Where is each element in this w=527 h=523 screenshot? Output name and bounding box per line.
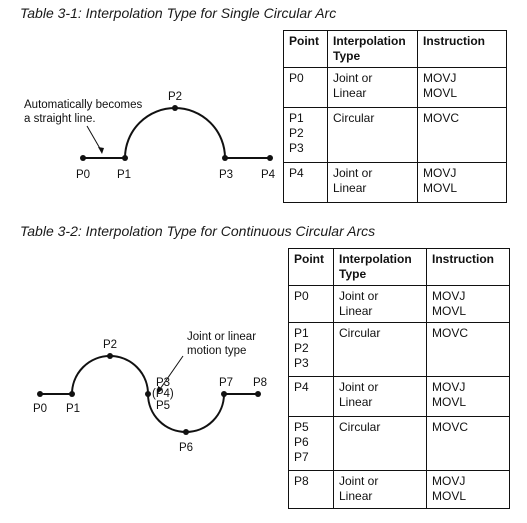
table-row: P1 P2 P3 Circular MOVC bbox=[288, 322, 510, 377]
table-cell: Joint or Linear bbox=[327, 162, 418, 203]
point-p1 bbox=[122, 155, 128, 161]
table1-header-interpolation: Interpolation Type bbox=[327, 30, 418, 68]
table-cell: P4 bbox=[283, 162, 328, 203]
point-p8 bbox=[255, 391, 261, 397]
label-p6: P6 bbox=[179, 442, 193, 454]
table1-caption: Table 3-1: Interpolation Type for Single… bbox=[20, 5, 337, 21]
table-row: P4 Joint or Linear MOVJ MOVL bbox=[283, 162, 507, 203]
point-p7 bbox=[221, 391, 227, 397]
point-p4 bbox=[267, 155, 273, 161]
label-p1: P1 bbox=[66, 403, 80, 415]
table-row: P0 Joint or Linear MOVJ MOVL bbox=[288, 285, 510, 323]
table-cell: P4 bbox=[288, 376, 334, 417]
label-p5: P5 bbox=[156, 400, 170, 412]
table-row: P8 Joint or Linear MOVJ MOVL bbox=[288, 470, 510, 509]
table-cell: MOVC bbox=[426, 322, 510, 377]
table-cell: MOVC bbox=[417, 107, 507, 163]
annotation-line1: Joint or linear bbox=[187, 331, 256, 343]
table1-header-instruction: Instruction bbox=[417, 30, 507, 68]
table-cell: MOVC bbox=[426, 416, 510, 471]
annotation-line2: a straight line. bbox=[24, 113, 96, 125]
table-cell: MOVJ MOVL bbox=[417, 162, 507, 203]
label-p3: P3 bbox=[156, 377, 170, 389]
label-p4: (P4) bbox=[152, 388, 174, 400]
table2-header-instruction: Instruction bbox=[426, 248, 510, 286]
table-cell: P0 bbox=[283, 67, 328, 108]
label-p2: P2 bbox=[168, 91, 182, 103]
annotation-line2: motion type bbox=[187, 345, 246, 357]
table-cell: Circular bbox=[333, 416, 427, 471]
table2-caption: Table 3-2: Interpolation Type for Contin… bbox=[20, 223, 376, 239]
table2-header-point: Point bbox=[288, 248, 334, 286]
table-row: P0 Joint or Linear MOVJ MOVL bbox=[283, 67, 507, 108]
single-arc-diagram: Automatically becomes a straight line. P… bbox=[24, 91, 276, 181]
annotation-arrowhead bbox=[98, 147, 104, 154]
table-row: P4 Joint or Linear MOVJ MOVL bbox=[288, 376, 510, 417]
point-p3 bbox=[222, 155, 228, 161]
table2-header-row: Point Interpolation Type Instruction bbox=[288, 248, 510, 286]
table-cell: P5 P6 P7 bbox=[288, 416, 334, 471]
continuous-arc-diagram: Joint or linear motion type P2 P3 (P4) P… bbox=[33, 331, 267, 454]
table-cell: Joint or Linear bbox=[333, 470, 427, 509]
point-p2 bbox=[107, 353, 113, 359]
table-cell: Circular bbox=[333, 322, 427, 377]
label-p3: P3 bbox=[219, 169, 233, 181]
point-p6 bbox=[183, 429, 189, 435]
table-cell: MOVJ MOVL bbox=[426, 470, 510, 509]
table-cell: Joint or Linear bbox=[333, 285, 427, 323]
table1: Point Interpolation Type Instruction P0 … bbox=[283, 30, 507, 203]
annotation-line1: Automatically becomes bbox=[24, 99, 142, 111]
label-p1: P1 bbox=[117, 169, 131, 181]
table2-header-interpolation: Interpolation Type bbox=[333, 248, 427, 286]
table2: Point Interpolation Type Instruction P0 … bbox=[288, 248, 510, 509]
point-p2 bbox=[172, 105, 178, 111]
table1-header-row: Point Interpolation Type Instruction bbox=[283, 30, 507, 68]
point-p0 bbox=[37, 391, 43, 397]
table-cell: MOVJ MOVL bbox=[417, 67, 507, 108]
label-p2: P2 bbox=[103, 339, 117, 351]
table-cell: P8 bbox=[288, 470, 334, 509]
table-cell: Joint or Linear bbox=[327, 67, 418, 108]
table-row: P1 P2 P3 Circular MOVC bbox=[283, 107, 507, 163]
table-row: P5 P6 P7 Circular MOVC bbox=[288, 416, 510, 471]
label-p0: P0 bbox=[76, 169, 90, 181]
point-p1 bbox=[69, 391, 75, 397]
table-cell: Circular bbox=[327, 107, 418, 163]
label-p0: P0 bbox=[33, 403, 47, 415]
table-cell: P0 bbox=[288, 285, 334, 323]
table-cell: Joint or Linear bbox=[333, 376, 427, 417]
point-p3-p4-p5 bbox=[145, 391, 151, 397]
label-p4: P4 bbox=[261, 169, 276, 181]
table-cell: P1 P2 P3 bbox=[283, 107, 328, 163]
point-p0 bbox=[80, 155, 86, 161]
table-cell: MOVJ MOVL bbox=[426, 285, 510, 323]
annotation-arrow bbox=[157, 355, 184, 393]
annotation-arrowhead bbox=[157, 386, 163, 394]
label-p8: P8 bbox=[253, 377, 267, 389]
table-cell: MOVJ MOVL bbox=[426, 376, 510, 417]
table-cell: P1 P2 P3 bbox=[288, 322, 334, 377]
table1-header-point: Point bbox=[283, 30, 328, 68]
arc-p1-p3 bbox=[124, 107, 226, 159]
arc-p1-p4 bbox=[71, 355, 149, 395]
label-p7: P7 bbox=[219, 377, 233, 389]
